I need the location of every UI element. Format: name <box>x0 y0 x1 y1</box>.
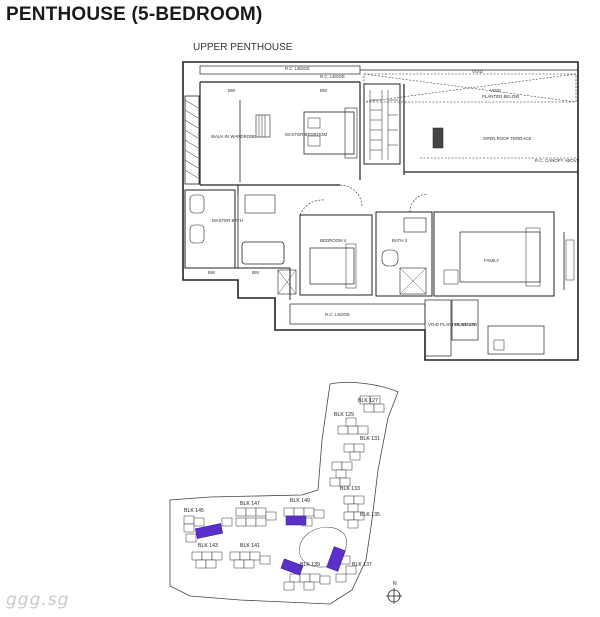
label-bw-2: BW <box>320 88 328 93</box>
block-label-129: BLK 129 <box>334 412 354 418</box>
block-label-137: BLK 137 <box>352 562 372 568</box>
block-label-143: BLK 143 <box>198 543 218 549</box>
highlight-blk-137 <box>326 546 346 572</box>
label-family: FAMILY <box>484 258 499 263</box>
block-labels: BLK 127 BLK 129 BLK 131 BLK 133 BLK 135 … <box>184 398 380 568</box>
label-void: VOID <box>490 88 501 93</box>
watermark: ggg.sg <box>6 590 70 610</box>
site-boundary <box>169 382 399 605</box>
label-bw-4: BW <box>252 270 260 275</box>
block-label-149: BLK 149 <box>290 498 310 504</box>
label-void-top: VOID <box>472 69 483 74</box>
block-label-135: BLK 135 <box>360 512 380 518</box>
page-title: PENTHOUSE (5-BEDROOM) <box>6 4 263 25</box>
highlight-blk-149 <box>285 515 307 526</box>
label-walk-in-wardrobe: WALK-IN WARDROBE <box>211 134 256 139</box>
label-void-planter-below: VOID PLANTER BELOW <box>428 322 478 327</box>
label-bw-1: BW <box>228 88 236 93</box>
label-rc-ledge-bottom: R.C. LEDGE <box>325 312 350 317</box>
floor-plan <box>182 61 579 361</box>
svg-text:N: N <box>393 581 397 587</box>
label-rc-ledge-top2: R.C. LEDGE <box>320 74 345 79</box>
label-master-bedroom: MASTER BEDROOM <box>285 132 328 137</box>
block-label-147: BLK 147 <box>240 501 260 507</box>
block-label-145: BLK 145 <box>184 508 204 514</box>
block-label-141: BLK 141 <box>240 543 260 549</box>
label-rc-ledge-top: R.C. LEDGE <box>285 66 310 71</box>
block-label-127: BLK 127 <box>358 398 378 404</box>
pool-shape <box>299 526 347 568</box>
label-planter-below: PLANTER BELOW <box>482 94 520 99</box>
plan-labels: R.C. LEDGE R.C. LEDGE VOID VOID PLANTER … <box>208 66 580 327</box>
label-planter: PLANTER <box>455 322 475 327</box>
label-bw-3: BW <box>208 270 216 275</box>
floor-subtitle: UPPER PENTHOUSE <box>193 42 293 53</box>
label-rc-canopy-above: R.C. CANOPY ABOVE <box>535 158 580 163</box>
block-label-133: BLK 133 <box>340 486 360 492</box>
block-label-131: BLK 131 <box>360 436 380 442</box>
highlight-blk-139 <box>280 558 304 576</box>
highlighted-units <box>194 515 346 576</box>
north-compass-icon: N <box>386 581 402 604</box>
highlight-blk-145 <box>194 523 224 539</box>
label-master-bath: MASTER BATH <box>212 218 243 223</box>
block-label-139: BLK 139 <box>300 562 320 568</box>
site-plan: BLK 127 BLK 129 BLK 131 BLK 133 BLK 135 … <box>169 382 402 605</box>
label-open-roof-terrace: OPEN ROOF TERRACE <box>483 136 532 141</box>
unit-blocks <box>183 395 385 591</box>
label-bath-3: BATH 3 <box>392 238 408 243</box>
label-bedroom-4: BEDROOM 4 <box>320 238 347 243</box>
